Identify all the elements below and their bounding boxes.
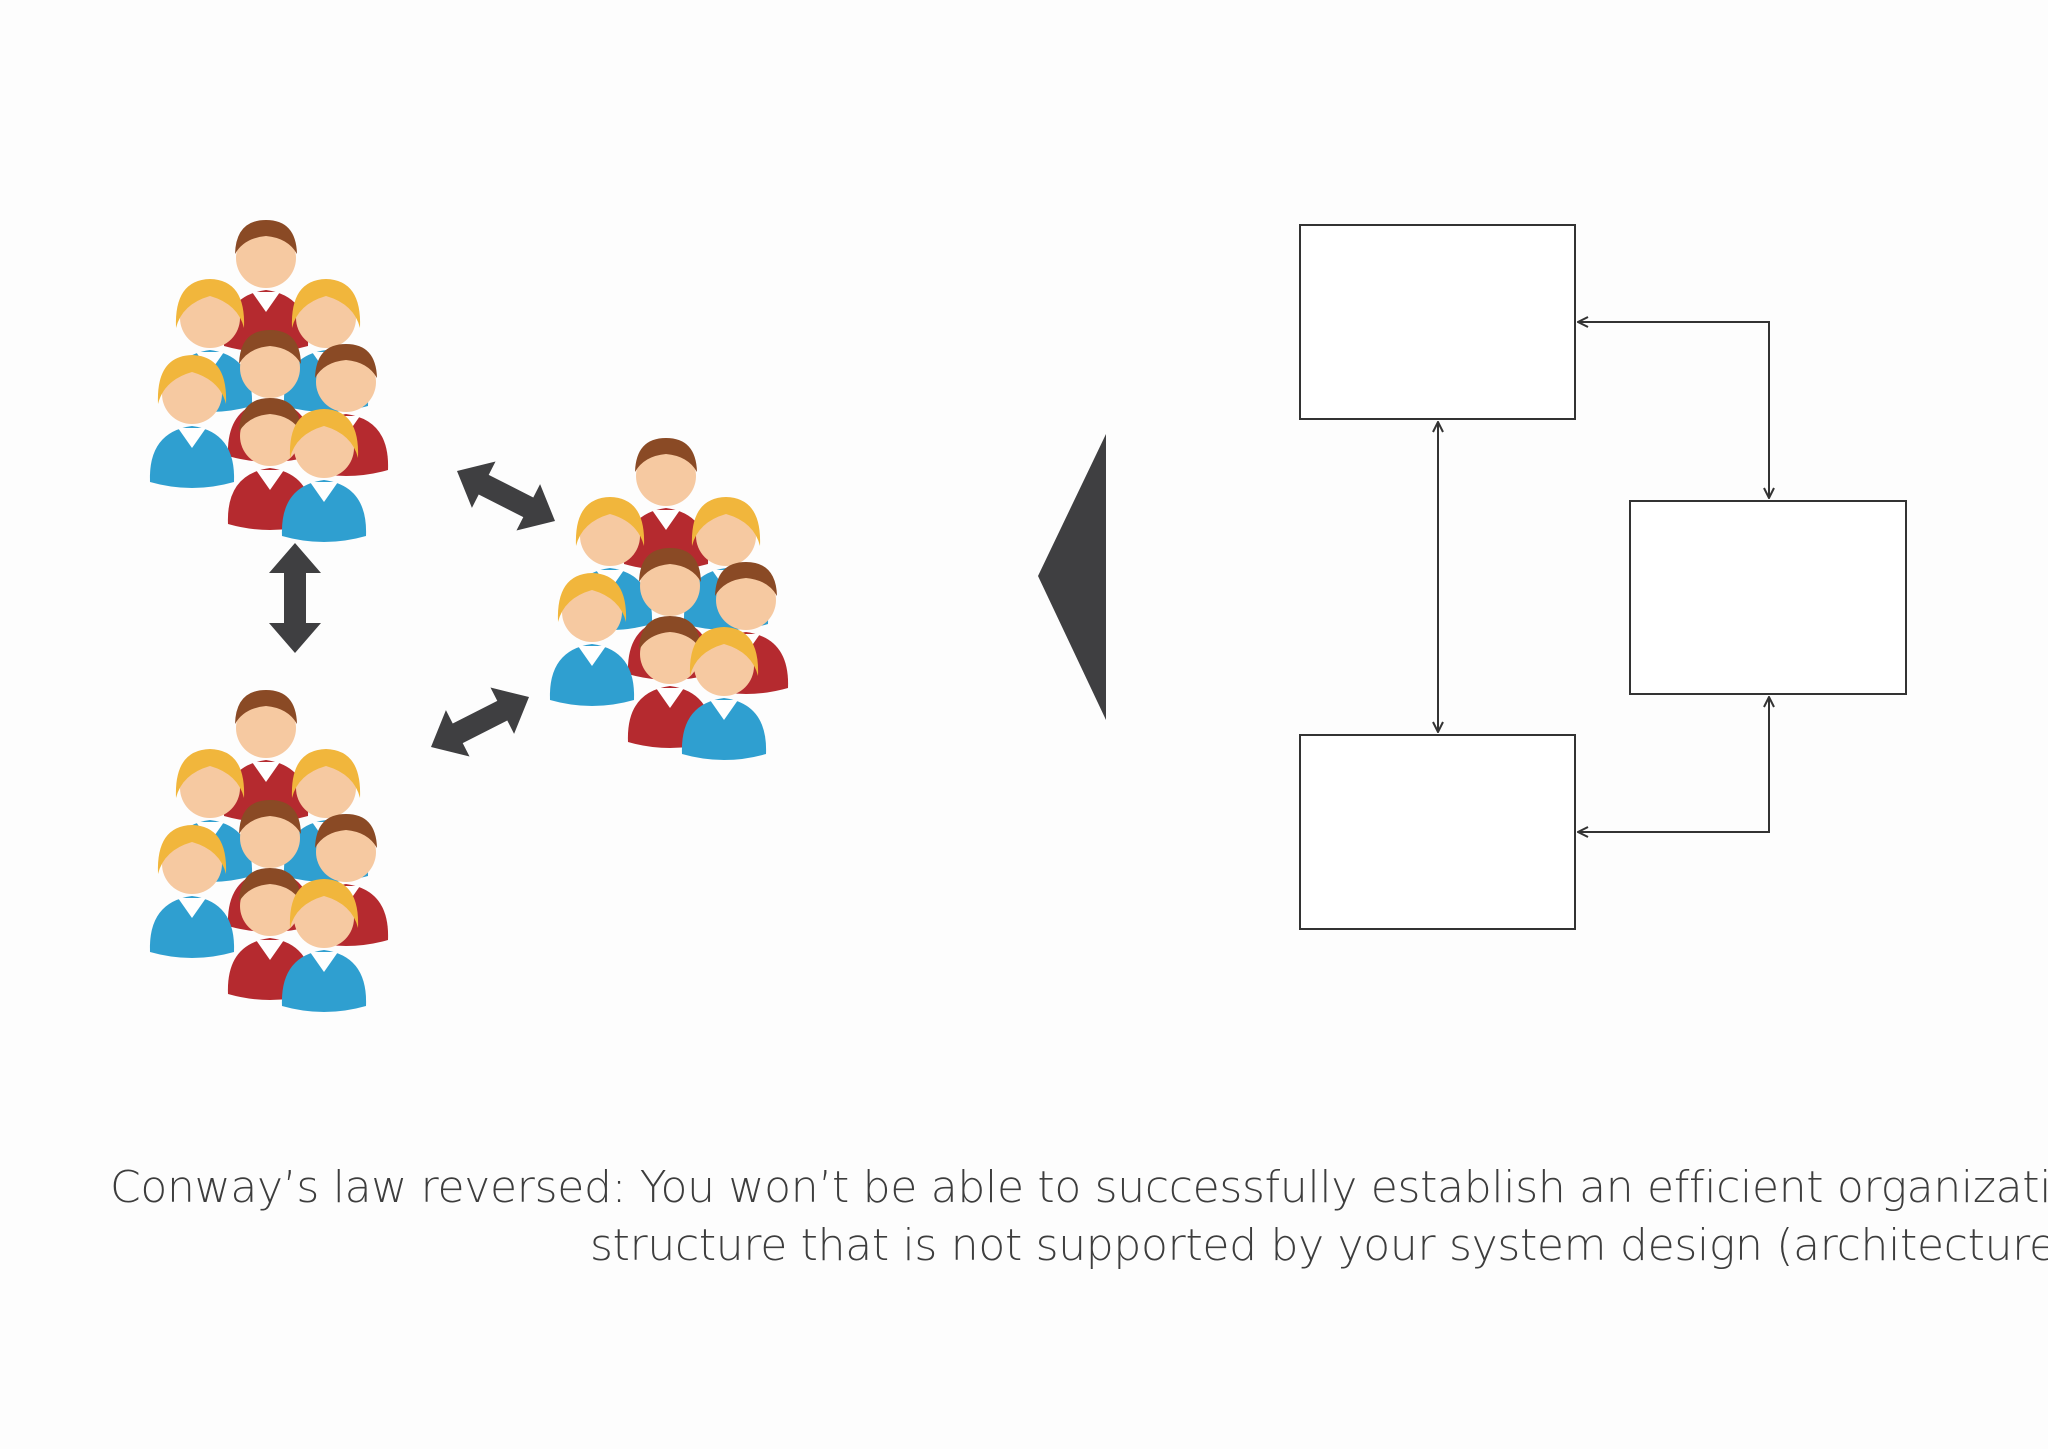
connector-top-right	[1578, 322, 1769, 498]
double-arrow-icon	[456, 461, 556, 531]
connector-right-bottom	[1578, 697, 1769, 832]
team-bottom-left-icon	[150, 690, 388, 1012]
caption-line-1: Conway’s law reversed: You won’t be able…	[110, 1162, 2048, 1213]
system-box-right	[1629, 500, 1907, 695]
team-right-icon	[550, 438, 788, 760]
team-top-left-icon	[150, 220, 388, 542]
caption-line-2: structure that is not supported by your …	[590, 1220, 2048, 1271]
double-arrow-icon	[430, 687, 530, 757]
double-arrow-icon	[269, 543, 321, 653]
system-box-top	[1299, 224, 1576, 420]
system-box-bottom	[1299, 734, 1576, 930]
left-pointing-triangle-icon	[1038, 434, 1106, 720]
